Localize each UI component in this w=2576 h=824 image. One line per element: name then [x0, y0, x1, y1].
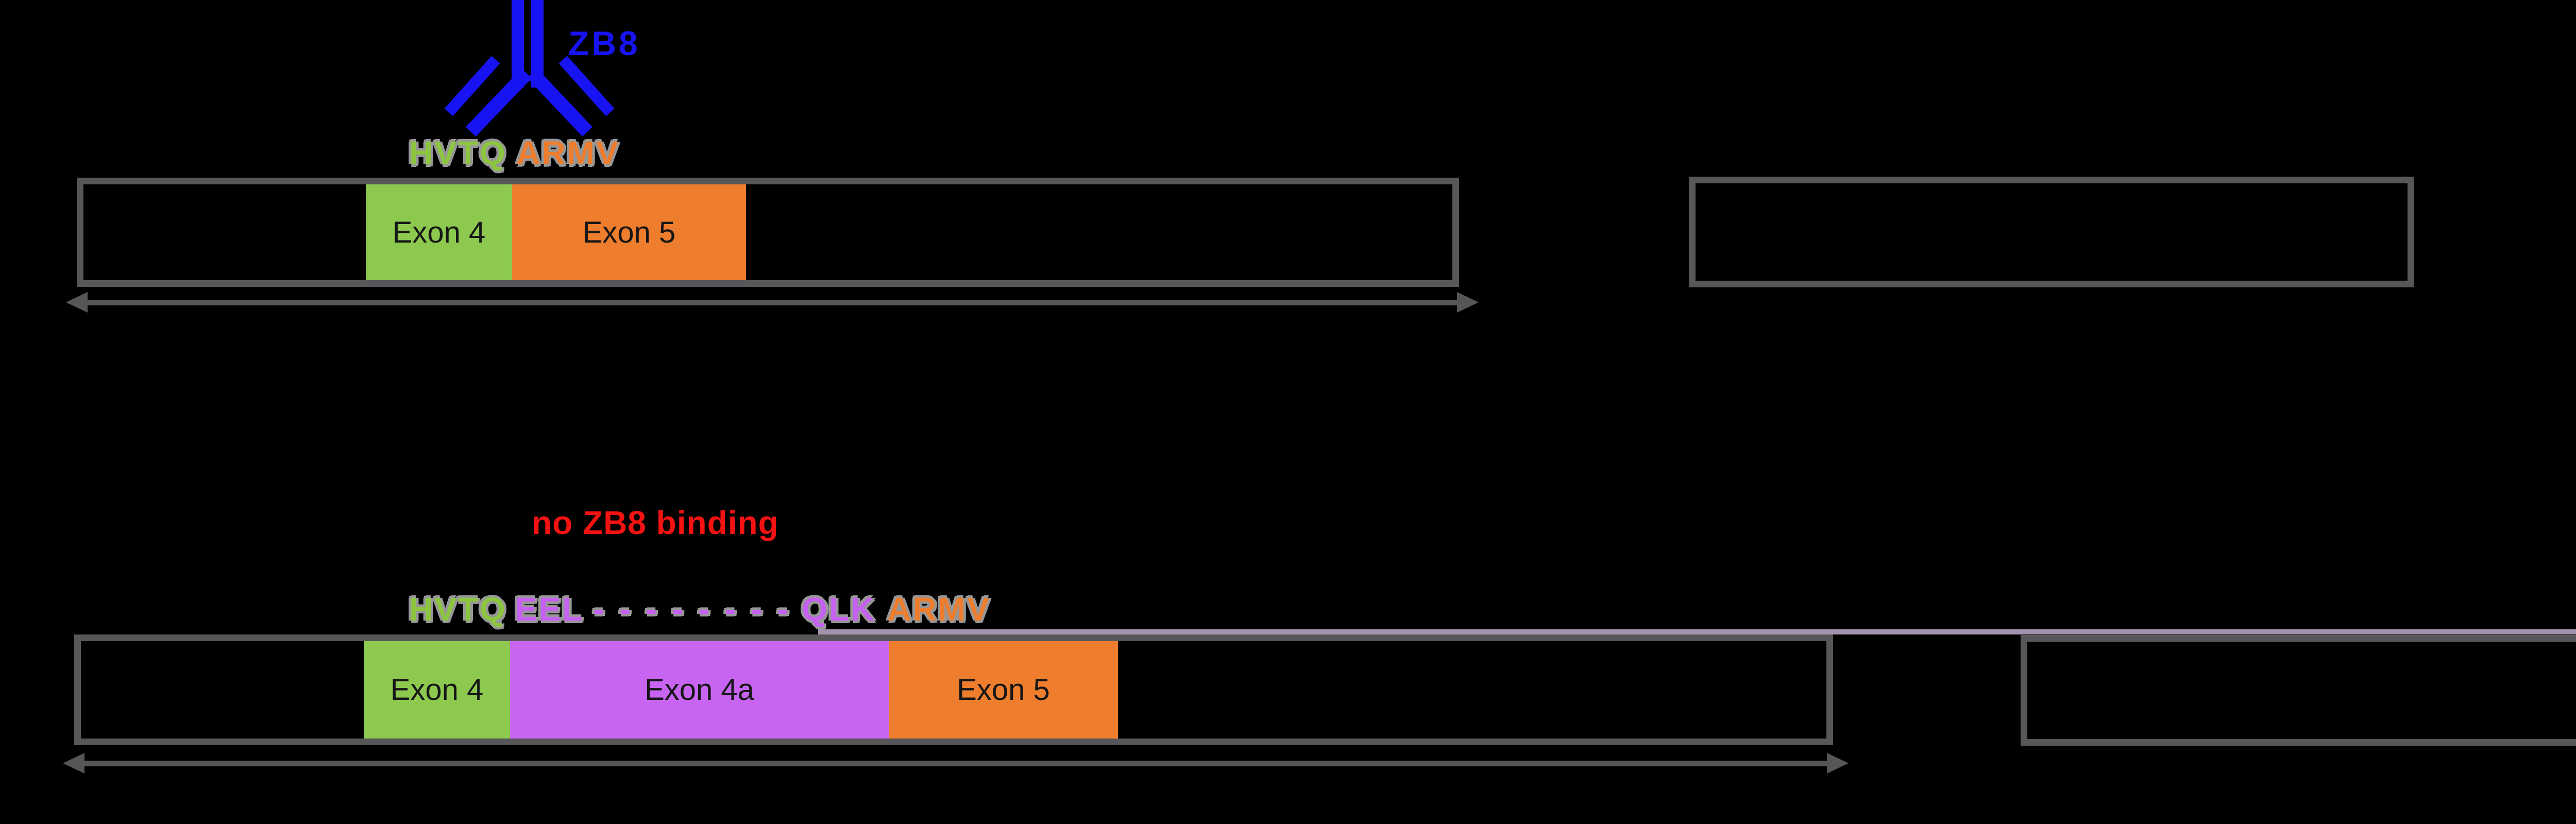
exon4-label-bottom: Exon 4: [390, 673, 484, 707]
side-box-bottom: [2021, 635, 2576, 746]
antibody-icon: [444, 0, 615, 137]
span-arrow-left-bottom: [63, 753, 84, 774]
exon4-box-bottom: Exon 4: [364, 641, 510, 739]
gene-bar-normal: [77, 178, 1459, 287]
seq-gap-dashes: - - - - - - - -: [593, 591, 792, 628]
side-box-top: [1689, 177, 2414, 287]
antibody-name-label: ZB8: [568, 24, 640, 62]
epitope-armv: ARMV: [516, 134, 620, 171]
transcript-span-line-bottom: [78, 761, 1830, 766]
exon5-box-bottom: Exon 5: [889, 641, 1118, 739]
exon4-label-top: Exon 4: [392, 215, 486, 249]
exon5-box-top: Exon 5: [512, 184, 746, 280]
exon4a-box-bottom: Exon 4a: [510, 641, 889, 739]
span-arrow-right-bottom: [1827, 753, 1849, 774]
exon5-label-top: Exon 5: [582, 215, 676, 249]
span-arrow-right-top: [1457, 292, 1479, 313]
lavender-connector-line: [818, 629, 2576, 634]
exon4a-label-bottom: Exon 4a: [645, 673, 754, 707]
span-arrow-left-top: [66, 292, 88, 313]
no-binding-label: no ZB8 binding: [532, 504, 779, 541]
transcript-span-line-top: [81, 300, 1460, 305]
seq-eel: EEL: [515, 591, 584, 628]
seq-hvtq: HVTQ: [409, 591, 507, 628]
top-epitope-sequence: HVTQ ARMV: [409, 134, 620, 172]
exon4-box-top: Exon 4: [366, 184, 512, 280]
epitope-hvtq: HVTQ: [409, 134, 507, 171]
exon5-label-bottom: Exon 5: [957, 673, 1050, 707]
seq-qlk: QLK: [802, 591, 876, 628]
seq-armv: ARMV: [887, 591, 991, 628]
